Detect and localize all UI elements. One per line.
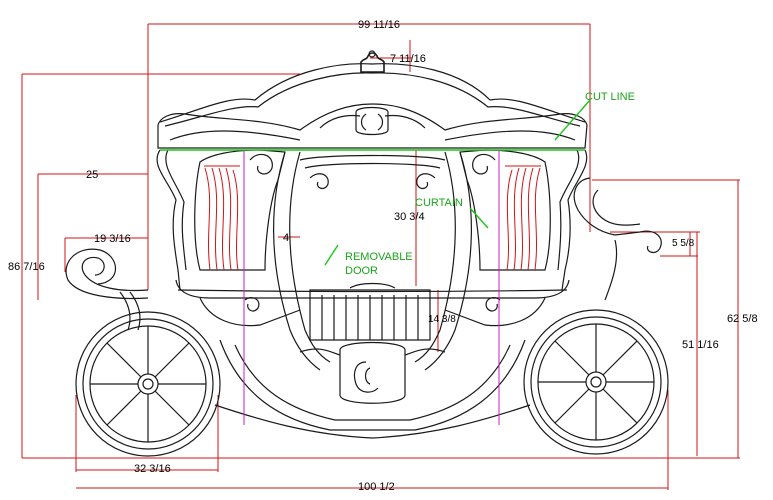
dim-front-height-b: 62 5/8: [727, 313, 758, 325]
dim-wheel-base: 32 3/16: [134, 463, 171, 475]
dim-total-height: 86 7/16: [8, 261, 45, 273]
carriage-body: [65, 50, 662, 439]
label-cut-line: CUT LINE: [585, 91, 635, 103]
dim-step-height: 14 3/8: [428, 314, 456, 325]
dim-overall-width: 99 11/16: [358, 19, 400, 31]
right-curtain: [505, 165, 541, 271]
cut-line: [160, 99, 591, 266]
dim-front-height-a: 51 1/16: [682, 339, 719, 351]
dim-overall-length: 100 1/2: [358, 481, 395, 493]
left-curtain: [204, 165, 240, 271]
door-cut-guides: [243, 150, 500, 425]
rear-wheel: [75, 311, 221, 457]
label-curtain: CURTAIN: [415, 197, 463, 209]
dim-crown-height: 7 11/16: [390, 53, 426, 65]
dim-front-hitch: 5 5/8: [672, 238, 695, 249]
front-wheel: [523, 309, 669, 455]
dim-rear-step: 19 3/16: [94, 233, 131, 245]
label-door: DOOR: [345, 265, 378, 277]
dim-window-height: 30 3/4: [394, 211, 425, 223]
label-removable: REMOVABLE: [345, 251, 413, 263]
dim-door-width: 4: [283, 232, 289, 244]
dim-rear-to-cab: 25: [86, 169, 98, 181]
